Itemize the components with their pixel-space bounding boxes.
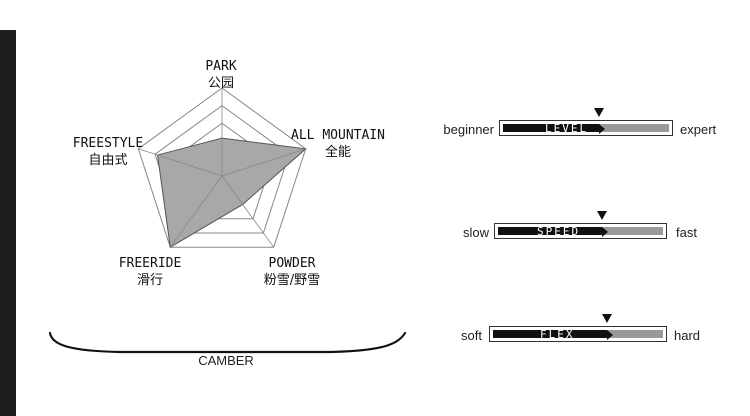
meter-fill-arrowhead: [607, 330, 613, 340]
meter-fill: [498, 227, 602, 235]
radar-value-area: [157, 137, 307, 249]
axis-label-en: FREERIDE: [118, 256, 182, 271]
camber-profile-curve: [48, 331, 407, 354]
meter-bar: SPEED: [494, 211, 667, 239]
radar-spokes: [138, 88, 306, 248]
radar-axis-all-mountain: ALL MOUNTAIN 全能: [288, 127, 388, 161]
meter-fill-arrowhead: [599, 124, 605, 134]
radar-grid-ring: [137, 87, 307, 248]
meter-fill: [493, 330, 607, 338]
radar-spoke: [138, 148, 223, 177]
axis-label-cn: 滑行: [136, 273, 163, 288]
meter-right-label: fast: [676, 225, 697, 240]
meter-left-label: soft: [461, 328, 482, 343]
radar-spoke: [169, 175, 223, 248]
axis-label-cn: 公园: [207, 76, 234, 91]
radar-axis-freeride: FREERIDE 滑行: [110, 255, 190, 289]
radar-chart: [48, 87, 407, 354]
meter-name: LEVEL: [545, 122, 589, 135]
meter-left-label: slow: [462, 225, 489, 240]
meter-bar: FLEX: [489, 314, 667, 342]
meter-name: SPEED: [537, 225, 581, 238]
radar-spoke: [221, 148, 306, 177]
camber-label: CAMBER: [198, 353, 254, 368]
meter-marker-icon: [594, 108, 604, 117]
meter-fill-arrowhead: [602, 227, 608, 237]
meter-bar: LEVEL: [499, 108, 673, 136]
axis-label-cn: 自由式: [88, 153, 128, 168]
meter-marker-icon: [597, 211, 607, 220]
meter-level: beginner LEVEL expert: [436, 108, 726, 142]
radar-axis-park: PARK 公园: [186, 58, 256, 92]
meter-right-label: expert: [680, 122, 717, 137]
radar-axis-powder: POWDER 粉雪/野雪: [247, 255, 337, 289]
radar-axis-freestyle: FREESTYLE 自由式: [68, 135, 148, 169]
meter-flex: soft FLEX hard: [436, 314, 726, 348]
left-edge-bar: [0, 30, 16, 416]
axis-label-en: ALL MOUNTAIN: [291, 128, 385, 143]
meter-right-label: hard: [674, 328, 701, 343]
radar-spoke: [221, 175, 275, 248]
axis-label-en: POWDER: [268, 256, 316, 271]
axis-label-en: FREESTYLE: [72, 136, 144, 151]
axis-label-cn: 全能: [324, 145, 351, 160]
meter-fill: [503, 124, 599, 132]
meter-name: FLEX: [540, 328, 575, 341]
axis-label-en: PARK: [205, 59, 237, 74]
meter-marker-icon: [602, 314, 612, 323]
meter-left-label: beginner: [443, 122, 494, 137]
axis-label-cn: 粉雪/野雪: [263, 273, 321, 288]
meter-speed: slow SPEED fast: [436, 211, 726, 245]
